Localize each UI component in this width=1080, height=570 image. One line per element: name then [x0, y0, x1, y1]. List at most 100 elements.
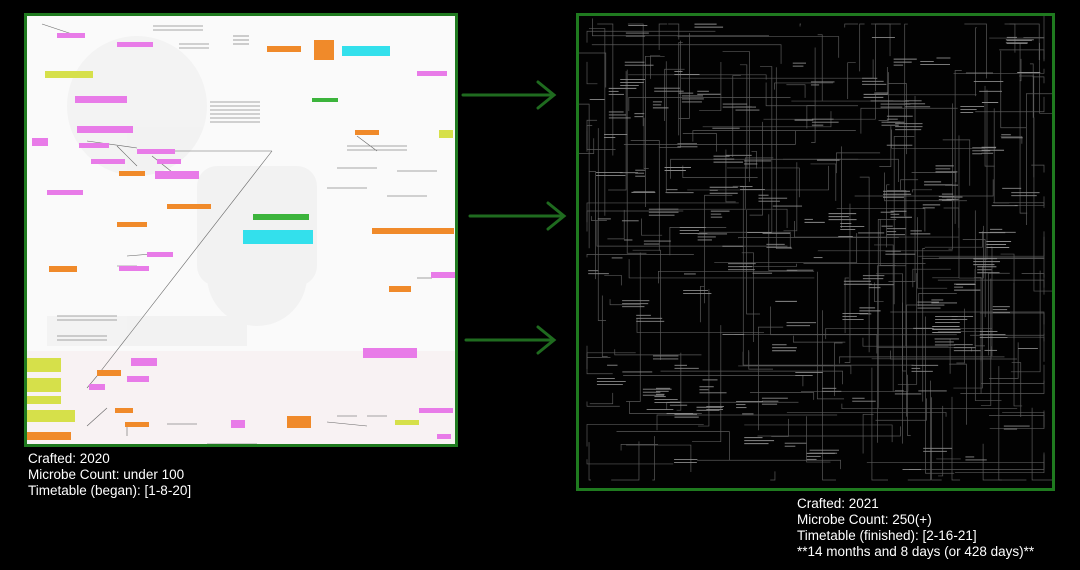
connector-line: [628, 96, 791, 111]
crafted-year: Crafted: 2021: [797, 496, 879, 511]
timetable: Timetable (finished): [2-16-21]: [797, 528, 977, 543]
connector-line: [886, 67, 977, 96]
connector-line: [1010, 270, 1041, 373]
transition-arrows: [461, 80, 567, 355]
connector-line: [588, 442, 591, 481]
connector-line: [844, 203, 851, 363]
connector-line: [666, 401, 799, 410]
connector-line: [748, 351, 773, 370]
connector-line: [609, 299, 641, 306]
connector-line: [859, 23, 865, 72]
connector-line: [922, 248, 925, 402]
connector-line: [760, 66, 773, 233]
connector-line: [748, 350, 833, 366]
connector-line: [586, 459, 674, 465]
connector-line: [974, 269, 986, 347]
connector-line: [900, 179, 919, 190]
microbe-count: Microbe Count: under 100: [28, 467, 185, 482]
connector-line: [727, 167, 800, 198]
connector-line: [984, 85, 995, 167]
connector-line: [893, 136, 915, 305]
connector-line: [888, 83, 907, 155]
connector-line: [1000, 136, 1023, 144]
connector-line: [989, 16, 1045, 39]
connector-line: [924, 231, 983, 248]
connector-line: [734, 334, 878, 354]
connector-line: [586, 345, 613, 375]
connector-line: [665, 61, 667, 194]
connector-line: [955, 454, 1045, 474]
connector-line: [774, 82, 834, 90]
crafted-year: Crafted: 2020: [28, 451, 110, 466]
connector-line: [623, 374, 804, 387]
connector-line: [911, 189, 932, 193]
connector-line: [589, 392, 614, 405]
caption-2021: Crafted: 2021 Microbe Count: 250(+) Time…: [797, 496, 1034, 560]
diagram-2020: [27, 23, 455, 444]
connector-line: [1019, 43, 1028, 214]
connector-line: [586, 119, 598, 144]
connector-line: [992, 202, 1045, 208]
connector-line: [586, 354, 611, 358]
connector-line: [652, 436, 655, 481]
microbe-count: Microbe Count: 250(+): [797, 512, 932, 527]
caption-2020: Crafted: 2020 Microbe Count: under 100 T…: [28, 451, 191, 499]
connector-line: [626, 69, 647, 254]
duration-note: **14 months and 8 days (or 428 days)**: [797, 544, 1035, 559]
connector-line: [628, 259, 815, 279]
connector-line: [656, 414, 838, 431]
connector-line: [862, 337, 949, 347]
connector-line: [970, 333, 1045, 336]
connector-line: [616, 431, 730, 461]
connector-line: [765, 82, 859, 107]
connector-line: [874, 244, 894, 392]
connector-line: [943, 207, 960, 228]
connector-line: [586, 131, 616, 150]
connector-line: [660, 370, 843, 385]
connector-line: [742, 351, 914, 366]
connector-line: [854, 179, 994, 197]
connector-line: [816, 271, 845, 400]
connector-line: [643, 117, 649, 170]
connector-line: [879, 219, 896, 266]
connector-line: [641, 218, 663, 236]
connector-line: [620, 443, 659, 451]
connector-line: [738, 237, 899, 239]
connector-line: [1007, 336, 1045, 362]
connector-line: [931, 397, 942, 481]
connector-line: [768, 214, 798, 272]
connector-line: [597, 128, 607, 321]
connector-line: [999, 49, 1045, 60]
connector-line: [770, 471, 776, 481]
connector-line: [897, 273, 918, 385]
connector-line: [601, 295, 608, 357]
connector-line: [579, 138, 595, 154]
connector-line: [847, 62, 856, 99]
connector-line: [669, 226, 727, 256]
connector-line: [732, 185, 744, 366]
connector-line: [949, 363, 967, 425]
connector-line: [1021, 273, 1045, 288]
connector-line: [906, 304, 934, 417]
connector-line: [980, 278, 992, 406]
connector-line: [692, 130, 856, 142]
connector-line: [875, 398, 927, 421]
connector-line: [975, 96, 1045, 113]
connector-line: [687, 165, 829, 191]
connector-line: [682, 165, 758, 178]
connector-line: [836, 208, 926, 232]
connector-line: [938, 405, 944, 477]
connector-line: [579, 103, 590, 249]
connector-line: [954, 70, 962, 224]
connector-line: [886, 190, 907, 347]
connector-line: [636, 318, 765, 333]
connector-line: [1031, 407, 1052, 481]
connector-line: [988, 272, 1010, 356]
connector-line: [908, 452, 1045, 470]
connector-line: [990, 246, 993, 356]
connector-line: [938, 257, 1045, 278]
connector-line: [586, 352, 636, 370]
connector-line: [1009, 23, 1040, 61]
connector-line: [649, 55, 661, 79]
connector-line: [836, 152, 881, 174]
